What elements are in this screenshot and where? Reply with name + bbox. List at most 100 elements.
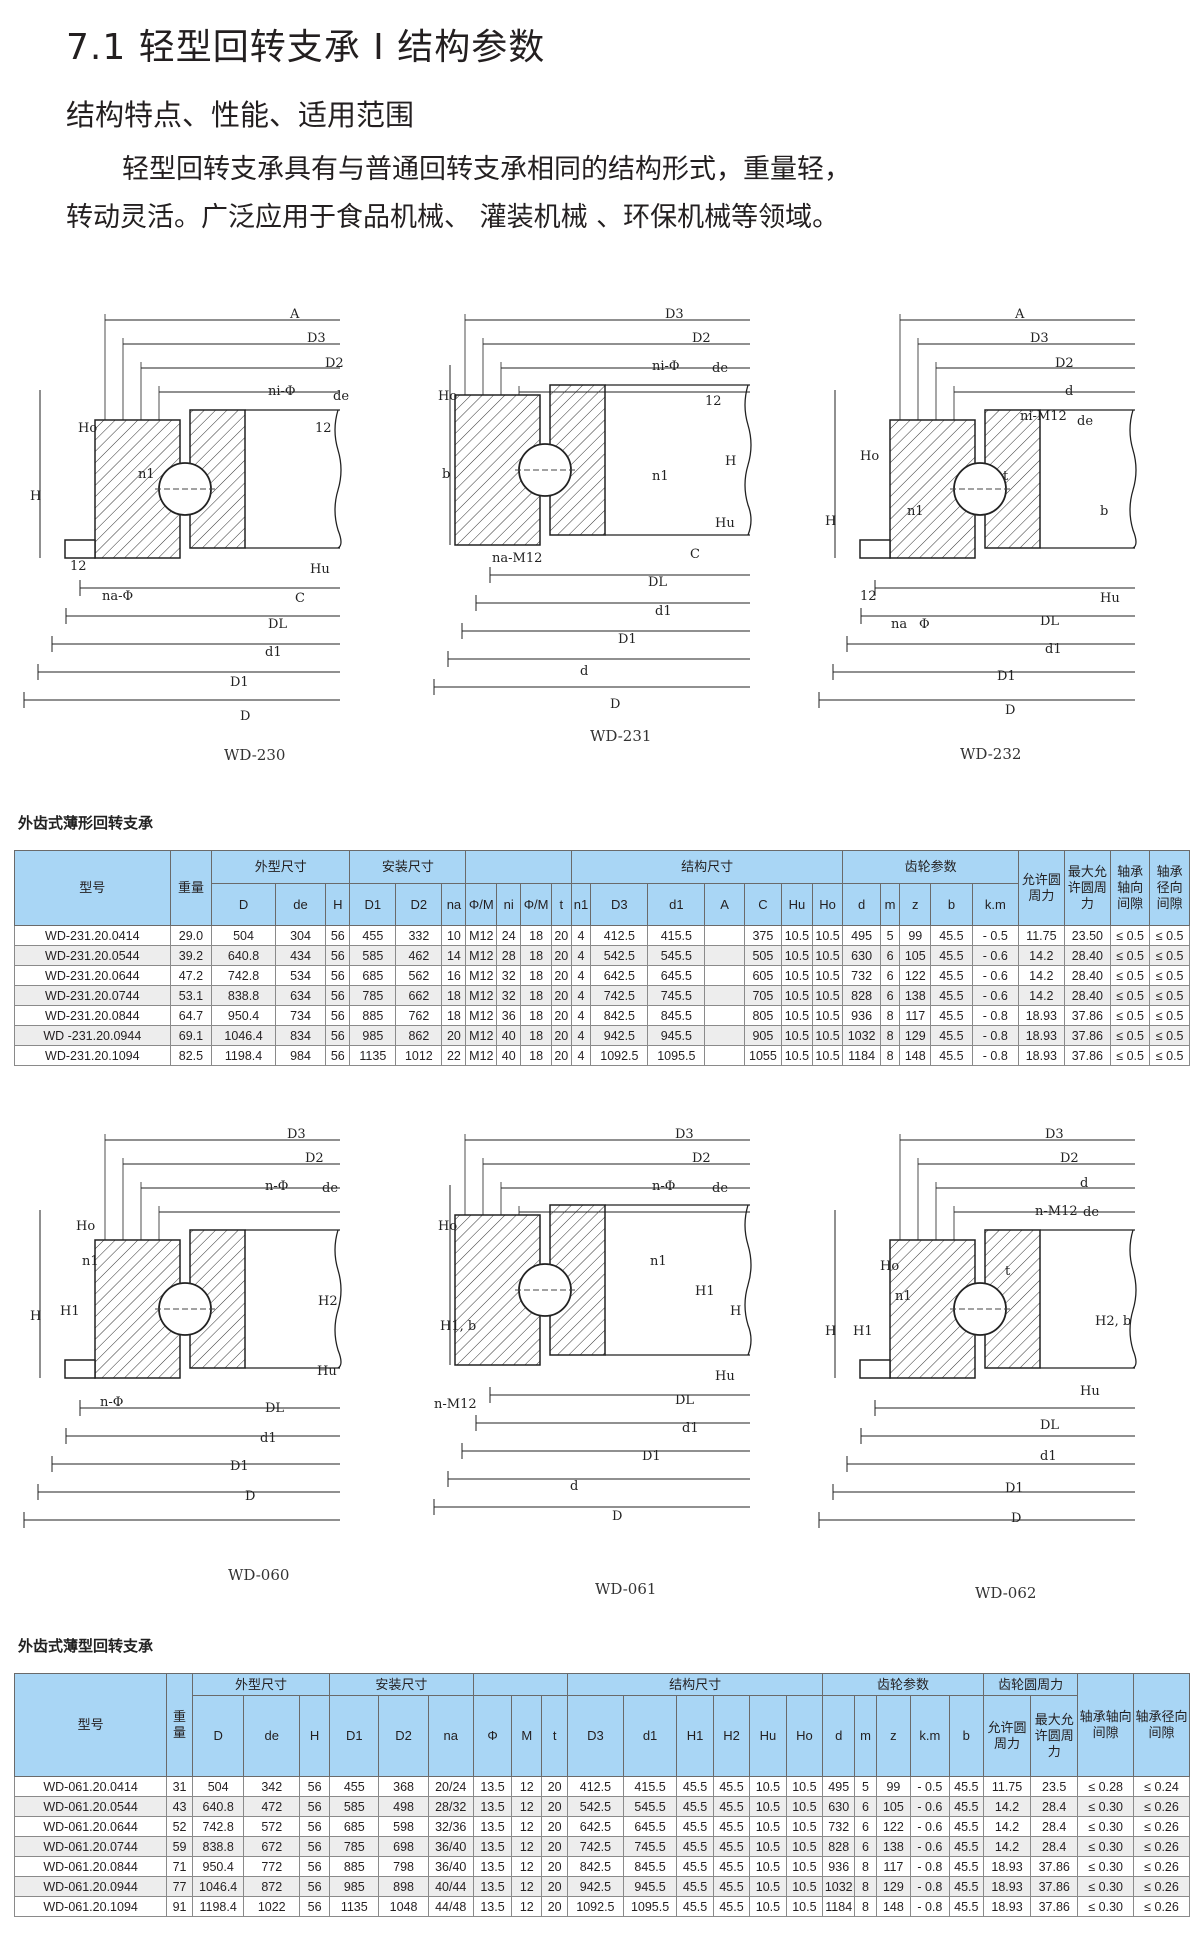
table-cell: 45.5 — [712, 1816, 751, 1837]
table-cell: 734 — [274, 1005, 327, 1026]
dimension-label: D3 — [307, 331, 326, 346]
dimension-label: de — [322, 1181, 338, 1196]
table-cell: 45.5 — [948, 1796, 984, 1817]
table-cell: 698 — [378, 1836, 429, 1857]
table-cell — [704, 945, 745, 966]
column-header: b — [930, 883, 973, 926]
table-cell: 40 — [496, 1045, 522, 1066]
table-cell: 4 — [570, 985, 592, 1006]
table-cell: 1022 — [243, 1896, 301, 1917]
table-cell: 4 — [570, 965, 592, 986]
table-cell: 472 — [243, 1796, 301, 1817]
table-cell: 10.5 — [811, 965, 844, 986]
table-cell: ≤ 0.28 — [1077, 1776, 1135, 1797]
column-header: D — [191, 1695, 245, 1777]
dimension-label: D2 — [692, 1151, 711, 1166]
table-cell: 45.5 — [930, 1005, 973, 1026]
table-cell: 45.5 — [930, 925, 973, 946]
table-cell: 45.5 — [930, 985, 973, 1006]
table-cell: 69.1 — [169, 1025, 213, 1046]
column-header: d1 — [647, 883, 706, 926]
table-cell: 14.2 — [1017, 965, 1065, 986]
dimension-label: na-M12 — [492, 551, 542, 566]
column-header: H — [299, 1695, 331, 1777]
description-paragraph: 轻型回转支承具有与普通回转支承相同的结构形式，重量轻，转动灵活。广泛应用于食品机… — [66, 154, 851, 233]
table-cell: 905 — [743, 1025, 783, 1046]
table-cell: 10.5 — [785, 1856, 824, 1877]
table-cell: 10.5 — [781, 945, 813, 966]
table-cell: 37.86 — [1030, 1876, 1079, 1897]
table-cell: 10.5 — [811, 1005, 844, 1026]
column-header: n1 — [570, 883, 592, 926]
dimension-label: n1 — [650, 1254, 667, 1269]
table-cell: 59 — [166, 1836, 193, 1857]
table-cell: 8 — [879, 1045, 901, 1066]
table-cell: 1095.5 — [622, 1896, 678, 1917]
table-cell: 20 — [550, 925, 572, 946]
th-radial-gap: 轴承径向间隙 — [1149, 850, 1190, 926]
table-cell: 645.5 — [647, 965, 706, 986]
table-cell: M12 — [465, 925, 498, 946]
table-cell: 6 — [879, 985, 901, 1006]
spec-table-1: 型号 重量 外型尺寸 安装尺寸 结构尺寸 齿轮参数 允许圆周力 最大允许圆周力 … — [14, 850, 1190, 1066]
table-cell: 1184 — [822, 1896, 856, 1917]
table-cell: 28.4 — [1030, 1816, 1079, 1837]
dimension-label: H1 — [60, 1304, 80, 1319]
table-cell: 64.7 — [169, 1005, 213, 1026]
column-header: 最大允许圆周力 — [1030, 1695, 1079, 1777]
caption-wd-231: WD-231 — [590, 727, 652, 745]
model-cell: WD-061.20.0844 — [13, 1856, 168, 1877]
dimension-label: DL — [265, 1401, 284, 1416]
table-cell: 13.5 — [472, 1876, 513, 1897]
column-header: de — [243, 1695, 301, 1777]
table-cell: 28 — [496, 945, 522, 966]
table-cell: 10.5 — [749, 1836, 787, 1857]
table-cell: M12 — [465, 1005, 498, 1026]
table-cell: 845.5 — [622, 1856, 678, 1877]
table-cell: 56 — [325, 945, 351, 966]
column-header: k.m — [971, 883, 1019, 926]
table-cell: 572 — [243, 1816, 301, 1837]
column-header: A — [704, 883, 745, 926]
table-cell: 45.5 — [930, 965, 973, 986]
table-cell: 12 — [511, 1856, 543, 1877]
caption-wd-060: WD-060 — [228, 1566, 290, 1584]
table-cell: 129 — [899, 1025, 932, 1046]
table-cell: 20/24 — [427, 1776, 474, 1797]
dimension-label: H — [725, 454, 736, 469]
column-header: z — [899, 883, 932, 926]
table-cell: 8 — [854, 1876, 877, 1897]
table-cell: 56 — [299, 1816, 331, 1837]
table-cell: 415.5 — [647, 925, 706, 946]
table-cell: 798 — [378, 1856, 429, 1877]
table-cell: 6 — [854, 1816, 877, 1837]
table-cell: 745.5 — [647, 985, 706, 1006]
table-cell: 45.5 — [676, 1836, 714, 1857]
table-cell: 1046.4 — [211, 1025, 276, 1046]
dimension-label: de — [712, 361, 728, 376]
table-cell: 11.75 — [982, 1776, 1032, 1797]
table-cell: 20 — [441, 1025, 467, 1046]
column-header: d — [842, 883, 881, 926]
table-cell: 505 — [743, 945, 783, 966]
dimension-label: D1 — [1005, 1481, 1024, 1496]
table-cell: 10 — [441, 925, 467, 946]
table-cell: 605 — [743, 965, 783, 986]
column-header: k.m — [910, 1695, 950, 1777]
table-cell: 39.2 — [169, 945, 213, 966]
table-cell: 1198.4 — [191, 1896, 245, 1917]
table-cell: 368 — [378, 1776, 429, 1797]
table-cell: 18.93 — [1017, 1005, 1065, 1026]
th2-outer: 外型尺寸 — [191, 1673, 331, 1696]
column-header: Ho — [785, 1695, 824, 1777]
column-header: b — [948, 1695, 984, 1777]
table-cell: 545.5 — [647, 945, 706, 966]
dimension-label: n-Φ — [265, 1179, 288, 1194]
table-cell: 534 — [274, 965, 327, 986]
table-cell: 45.5 — [948, 1876, 984, 1897]
